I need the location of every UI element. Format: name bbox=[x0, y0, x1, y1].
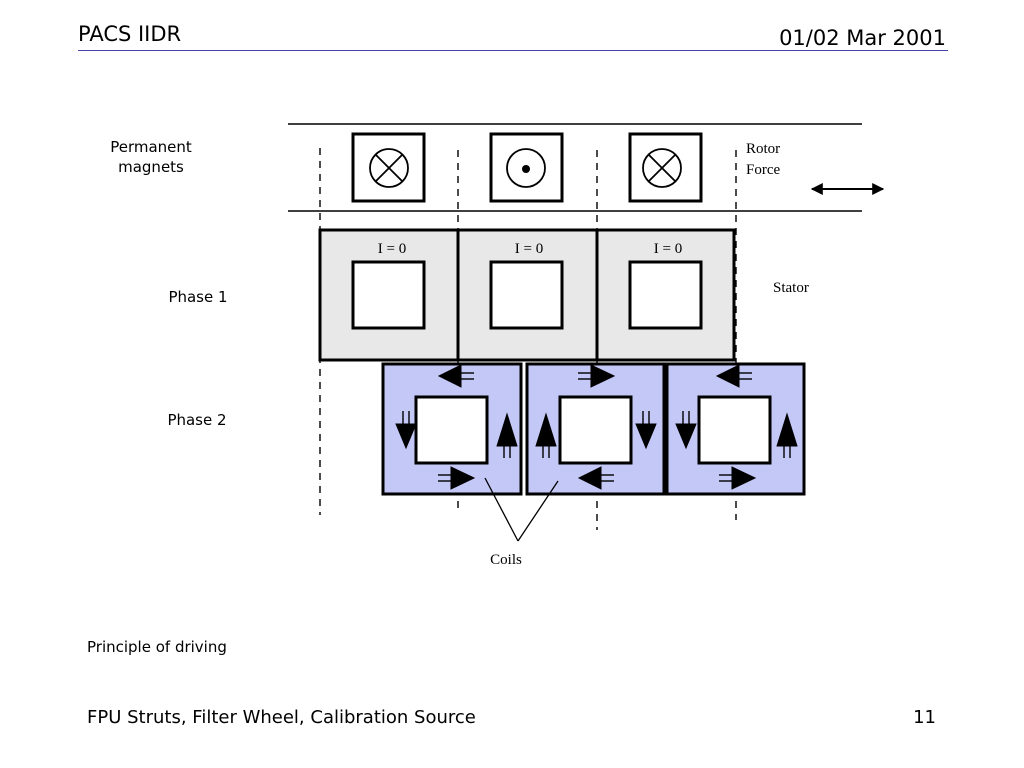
rotor-force-label: Force bbox=[746, 162, 780, 178]
permanent-magnets bbox=[351, 132, 703, 203]
permanent-magnets-label: Permanent bbox=[110, 138, 192, 156]
current-label: I = 0 bbox=[378, 241, 406, 257]
stator-block bbox=[456, 228, 599, 362]
stator-block bbox=[318, 228, 460, 362]
header-divider bbox=[78, 50, 948, 51]
slide-title: PACS IIDR bbox=[78, 22, 182, 46]
arrow-down-icon bbox=[635, 423, 657, 450]
cross-circle-icon bbox=[642, 148, 682, 188]
arrow-up-icon bbox=[496, 412, 518, 447]
magnet-into-page bbox=[351, 132, 426, 203]
stator-label: Stator bbox=[773, 280, 809, 296]
arrow-right-icon bbox=[450, 466, 476, 490]
figure-caption: Principle of driving bbox=[87, 638, 227, 656]
arrow-up-icon bbox=[535, 412, 557, 447]
phase1-label: Phase 1 bbox=[168, 288, 227, 306]
magnet-into-page bbox=[628, 132, 703, 203]
arrow-down-icon bbox=[675, 423, 697, 450]
dot-circle-icon bbox=[506, 148, 546, 188]
permanent-magnets-label: magnets bbox=[118, 158, 184, 176]
coils-label: Coils bbox=[490, 552, 522, 568]
phase2-label: Phase 2 bbox=[167, 411, 226, 429]
slide-date: 01/02 Mar 2001 bbox=[779, 26, 946, 50]
magnet-out-of-page bbox=[489, 132, 564, 203]
arrow-up-icon bbox=[776, 412, 798, 447]
arrow-left-icon bbox=[715, 364, 740, 388]
page-number: 11 bbox=[913, 707, 936, 728]
footer-text: FPU Struts, Filter Wheel, Calibration So… bbox=[87, 707, 476, 728]
current-label: I = 0 bbox=[515, 241, 543, 257]
current-label: I = 0 bbox=[654, 241, 682, 257]
cross-circle-icon bbox=[369, 148, 409, 188]
arrow-left-icon bbox=[437, 364, 462, 388]
arrow-down-icon bbox=[395, 423, 417, 450]
arrow-right-icon bbox=[731, 466, 757, 490]
stator-block bbox=[595, 228, 736, 362]
arrow-left-icon bbox=[577, 466, 602, 490]
arrow-right-icon bbox=[590, 364, 616, 388]
flux-arrows bbox=[395, 364, 798, 490]
rotor-force-label: Rotor bbox=[746, 141, 780, 157]
coils-pointer bbox=[484, 477, 559, 542]
phase1-stator: I = 0 I = 0 I = 0 bbox=[318, 228, 736, 362]
